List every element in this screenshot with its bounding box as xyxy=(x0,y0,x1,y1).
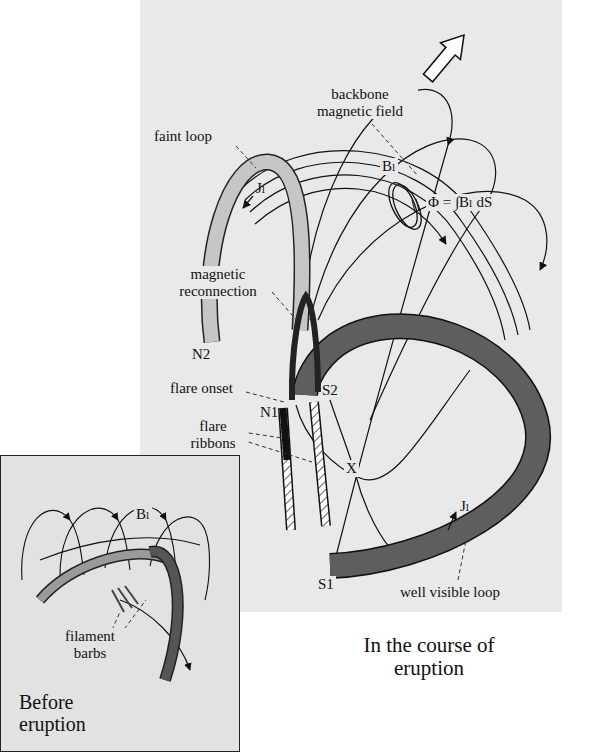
field-line xyxy=(118,520,130,570)
parallel-mark xyxy=(416,199,419,211)
filament xyxy=(150,551,178,680)
annotation-label: filament barbs xyxy=(50,628,130,661)
pole-label: N2 xyxy=(190,346,212,363)
flare-ribbon xyxy=(314,402,326,526)
annotation-label: well visible loop xyxy=(398,584,502,601)
flare-ribbon xyxy=(283,408,287,460)
current-label: Jₗ xyxy=(256,180,265,197)
faint-loop xyxy=(209,162,302,342)
panel-title: Before eruption xyxy=(19,691,129,735)
parallel-mark xyxy=(412,200,415,212)
pole-label: S1 xyxy=(316,576,336,593)
leader-line xyxy=(458,540,466,580)
panel-title: In the course of eruption xyxy=(334,634,524,680)
annotation-label: flare ribbons xyxy=(180,418,246,451)
leader-line xyxy=(236,146,256,168)
flux-section xyxy=(387,181,427,234)
flare-ribbon xyxy=(283,408,291,530)
field-label: Bₗ xyxy=(380,158,398,175)
pole-label: S2 xyxy=(322,382,338,399)
bright-loop xyxy=(305,326,538,566)
field-line xyxy=(318,191,547,320)
faint-loop xyxy=(209,162,302,342)
current-label: Jₗ xyxy=(460,498,469,515)
current-arrow xyxy=(448,512,456,530)
leader-line xyxy=(246,392,284,402)
field-line xyxy=(22,510,70,580)
leader-lines xyxy=(236,124,466,580)
field-label: Bₗ xyxy=(134,506,152,523)
bright-loop xyxy=(305,326,538,566)
inset-panel: Before eruption xyxy=(0,455,240,752)
field-line xyxy=(330,400,390,548)
leader-line xyxy=(272,292,298,322)
annotation-label: faint loop xyxy=(152,128,214,145)
barb xyxy=(118,588,132,608)
flare-ribbon xyxy=(283,408,291,530)
annotation-label: flare onset xyxy=(168,380,235,397)
filament xyxy=(40,554,165,600)
cusp-loop xyxy=(292,296,318,400)
eruption-arrow xyxy=(418,27,474,87)
filament-barbs xyxy=(112,586,138,612)
flux-section xyxy=(383,179,423,232)
current-arrow xyxy=(243,196,253,208)
barb xyxy=(125,586,138,604)
field-line xyxy=(310,139,496,320)
filament xyxy=(150,551,178,680)
filament xyxy=(40,554,165,600)
leader-line xyxy=(242,440,312,462)
inset-panel xyxy=(0,455,240,752)
pole-label: N1 xyxy=(260,404,278,421)
annotation-label: backbone magnetic field xyxy=(302,86,418,119)
flare-ribbon xyxy=(314,402,326,526)
flux-formula: Φ = ∫Bₗ dS xyxy=(426,194,494,211)
leader-line xyxy=(242,432,282,438)
crossing-label: X xyxy=(344,460,359,477)
leader-line xyxy=(372,124,418,176)
annotation-label: magnetic reconnection xyxy=(166,266,270,299)
